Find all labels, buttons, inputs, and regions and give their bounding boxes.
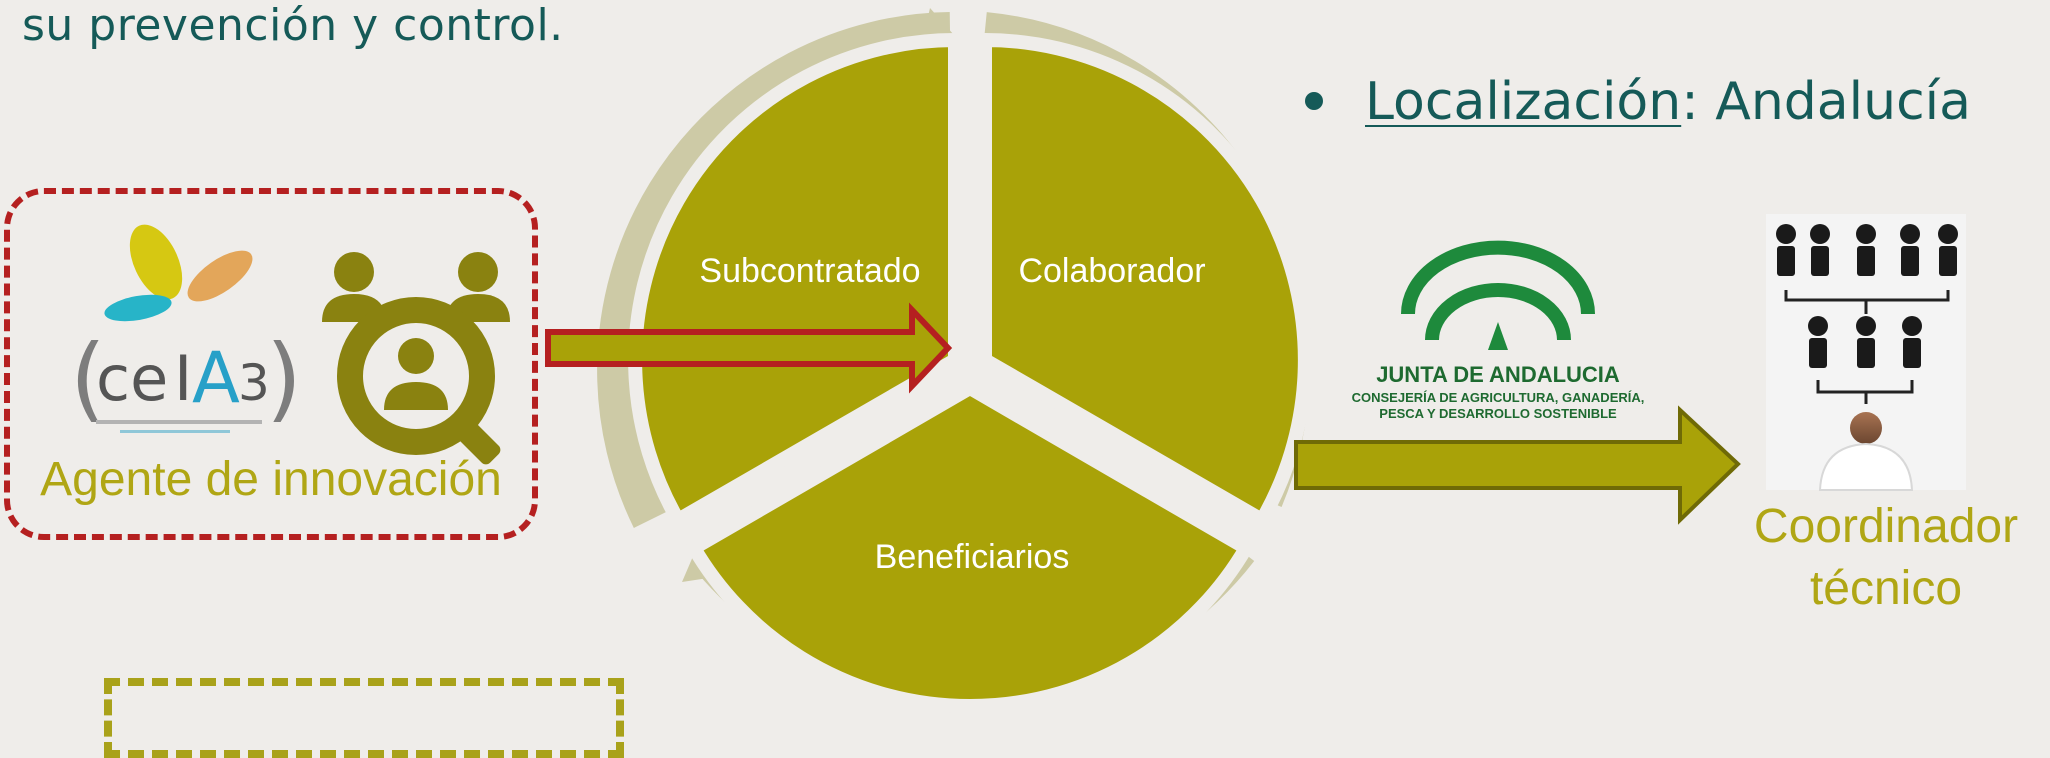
cycle-sectors: Subcontratado Colaborador Beneficiarios xyxy=(628,32,1312,713)
search-people-icon xyxy=(322,252,510,465)
junta-subtitle-1: CONSEJERÍA DE AGRICULTURA, GANADERÍA, xyxy=(1352,390,1645,405)
sector-subcontratado xyxy=(628,32,962,530)
bullet-dot-icon xyxy=(1305,92,1323,110)
ring-arc-left xyxy=(597,12,951,528)
agent-box xyxy=(4,188,538,540)
svg-text:3: 3 xyxy=(238,354,270,412)
svg-text:I: I xyxy=(174,342,192,415)
svg-text:): ) xyxy=(266,325,302,432)
sector-beneficiarios xyxy=(684,379,1256,713)
sector-label-subcontratado: Subcontratado xyxy=(699,252,920,290)
location-key: Localización xyxy=(1365,72,1682,132)
intro-text: su prevención y control. xyxy=(22,0,564,51)
coordinator-arrow xyxy=(1294,405,1741,525)
diagram-canvas: Subcontratado Colaborador Beneficiarios … xyxy=(70,8,1966,713)
coordinator-label: Coordinador técnico xyxy=(1736,496,2036,620)
agent-arrow xyxy=(545,302,953,394)
sector-label-beneficiarios: Beneficiarios xyxy=(875,538,1070,576)
location-value: Andalucía xyxy=(1715,72,1971,132)
agent-label: Agente de innovación xyxy=(40,453,502,506)
coordinator-line1: Coordinador xyxy=(1753,500,2019,553)
ceia3-logo: ( ce I A 3 ) xyxy=(70,224,302,433)
org-chart-icon xyxy=(1766,214,1966,491)
coordinator-line2: técnico xyxy=(1809,562,1963,615)
sector-colaborador xyxy=(978,32,1312,530)
location-bullet: Localización: Andalucía xyxy=(1305,72,1971,132)
junta-andalucia-logo: JUNTA DE ANDALUCIA CONSEJERÍA DE AGRICUL… xyxy=(1352,240,1645,421)
sector-label-colaborador: Colaborador xyxy=(1018,252,1205,290)
svg-text:A: A xyxy=(192,337,240,419)
bottom-logo-box xyxy=(104,678,624,758)
junta-subtitle-2: PESCA Y DESARROLLO SOSTENIBLE xyxy=(1379,406,1617,421)
junta-title: JUNTA DE ANDALUCIA xyxy=(1376,362,1620,387)
svg-text:(: ( xyxy=(70,325,106,432)
svg-text:ce: ce xyxy=(96,342,168,415)
